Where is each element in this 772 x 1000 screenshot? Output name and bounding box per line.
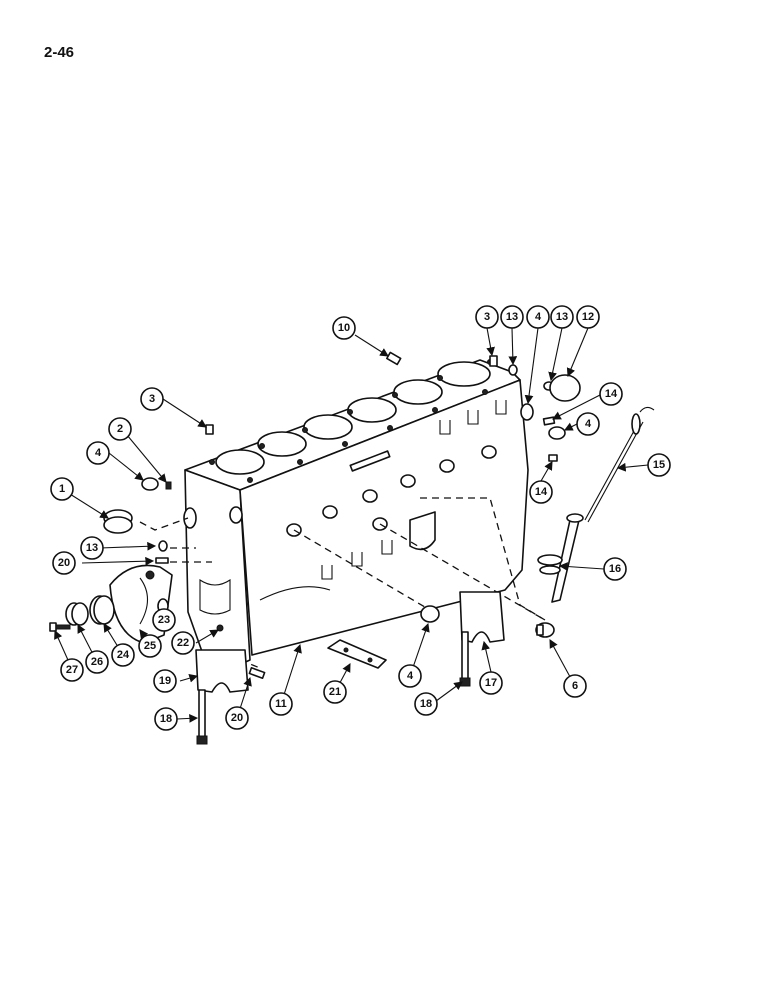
svg-text:10: 10 (338, 322, 350, 334)
cup-plug-4-rear (520, 403, 534, 421)
callout-19: 19 (153, 669, 177, 693)
page-number: 2-46 (44, 44, 75, 61)
plate-21 (327, 639, 387, 669)
svg-text:13: 13 (556, 311, 568, 323)
dipstick-tube-16 (537, 513, 584, 603)
bearing-cap-19 (195, 649, 249, 693)
plug-13-front (158, 540, 168, 552)
svg-text:23: 23 (158, 614, 170, 626)
svg-text:13: 13 (86, 542, 98, 554)
callout-11: 11 (269, 692, 293, 716)
svg-text:25: 25 (144, 640, 156, 652)
svg-text:6: 6 (572, 680, 578, 692)
callout-4-side: 4 (398, 664, 422, 688)
callout-2: 2 (108, 417, 132, 441)
callout-20-front: 20 (52, 551, 76, 575)
bearing-cap-17 (459, 591, 505, 643)
callout-26: 26 (85, 650, 109, 674)
callout-13-rear-b: 13 (550, 305, 574, 329)
pin-14-b (548, 454, 558, 462)
callout-4-front: 4 (86, 441, 110, 465)
svg-text:4: 4 (585, 418, 592, 430)
drain-plug-6 (535, 622, 555, 638)
cylinder-block (183, 359, 529, 669)
svg-text:4: 4 (95, 447, 102, 459)
svg-text:15: 15 (653, 459, 665, 471)
callout-23: 23 (152, 608, 176, 632)
svg-text:17: 17 (485, 677, 497, 689)
svg-text:27: 27 (66, 664, 78, 676)
spacer-26 (65, 602, 89, 626)
dipstick-15 (584, 406, 655, 523)
svg-text:4: 4 (407, 670, 414, 682)
dowel-20 (248, 666, 266, 680)
pin-20-front (155, 557, 169, 564)
bolt-18-left (196, 689, 208, 745)
svg-text:19: 19 (159, 675, 171, 687)
svg-text:12: 12 (582, 311, 594, 323)
plug-13-rear (508, 364, 518, 376)
svg-text:22: 22 (177, 637, 189, 649)
svg-text:2: 2 (117, 423, 123, 435)
cup-plug-4-side (420, 605, 440, 623)
svg-text:14: 14 (605, 388, 618, 400)
svg-text:20: 20 (231, 712, 243, 724)
callout-22: 22 (171, 631, 195, 655)
svg-text:3: 3 (149, 393, 155, 405)
svg-text:13: 13 (506, 311, 518, 323)
callout-3: 3 (140, 387, 164, 411)
callout-18-left: 18 (154, 707, 178, 731)
svg-text:3: 3 (484, 311, 490, 323)
svg-text:11: 11 (275, 698, 287, 710)
plug-4-right (548, 426, 566, 440)
svg-text:14: 14 (535, 486, 548, 498)
callout-13-front: 13 (80, 536, 104, 560)
svg-text:20: 20 (58, 557, 70, 569)
bolt-18-right (459, 631, 471, 687)
svg-text:24: 24 (117, 649, 130, 661)
cup-plug-4 (141, 477, 159, 491)
callout-24: 24 (111, 643, 135, 667)
cylinder-bores (215, 361, 491, 475)
callout-25: 25 (138, 634, 162, 658)
callout-15: 15 (647, 453, 671, 477)
callout-1: 1 (50, 477, 74, 501)
callout-13-rear-a: 13 (500, 305, 524, 329)
callout-27: 27 (60, 658, 84, 682)
gear-24 (89, 595, 115, 625)
callout-21: 21 (323, 680, 347, 704)
svg-text:21: 21 (329, 686, 341, 698)
callout-12: 12 (576, 305, 600, 329)
dowel-2 (165, 481, 172, 490)
svg-text:18: 18 (420, 698, 432, 710)
dowel-3-rear (489, 355, 498, 367)
callout-4-rear: 4 (526, 305, 550, 329)
callout-14-upper: 14 (599, 382, 623, 406)
callout-16: 16 (603, 557, 627, 581)
callout-3-rear: 3 (475, 305, 499, 329)
plug-12 (549, 374, 581, 402)
callout-4-right: 4 (576, 412, 600, 436)
callout-18-right: 18 (414, 692, 438, 716)
bolt-27 (49, 622, 71, 632)
callout-20-lower: 20 (225, 706, 249, 730)
callout-17: 17 (479, 671, 503, 695)
sleeve-bushing-1 (103, 509, 133, 534)
dowel-3 (205, 424, 214, 435)
svg-text:18: 18 (160, 713, 172, 725)
svg-text:1: 1 (59, 483, 65, 495)
svg-text:16: 16 (609, 563, 621, 575)
leader-lines (54, 327, 649, 723)
callout-6: 6 (563, 674, 587, 698)
callout-10: 10 (332, 316, 356, 340)
callout-14-lower: 14 (529, 480, 553, 504)
svg-text:26: 26 (91, 656, 103, 668)
pin-14 (542, 416, 556, 426)
svg-text:4: 4 (535, 311, 542, 323)
plug-10 (386, 351, 402, 366)
